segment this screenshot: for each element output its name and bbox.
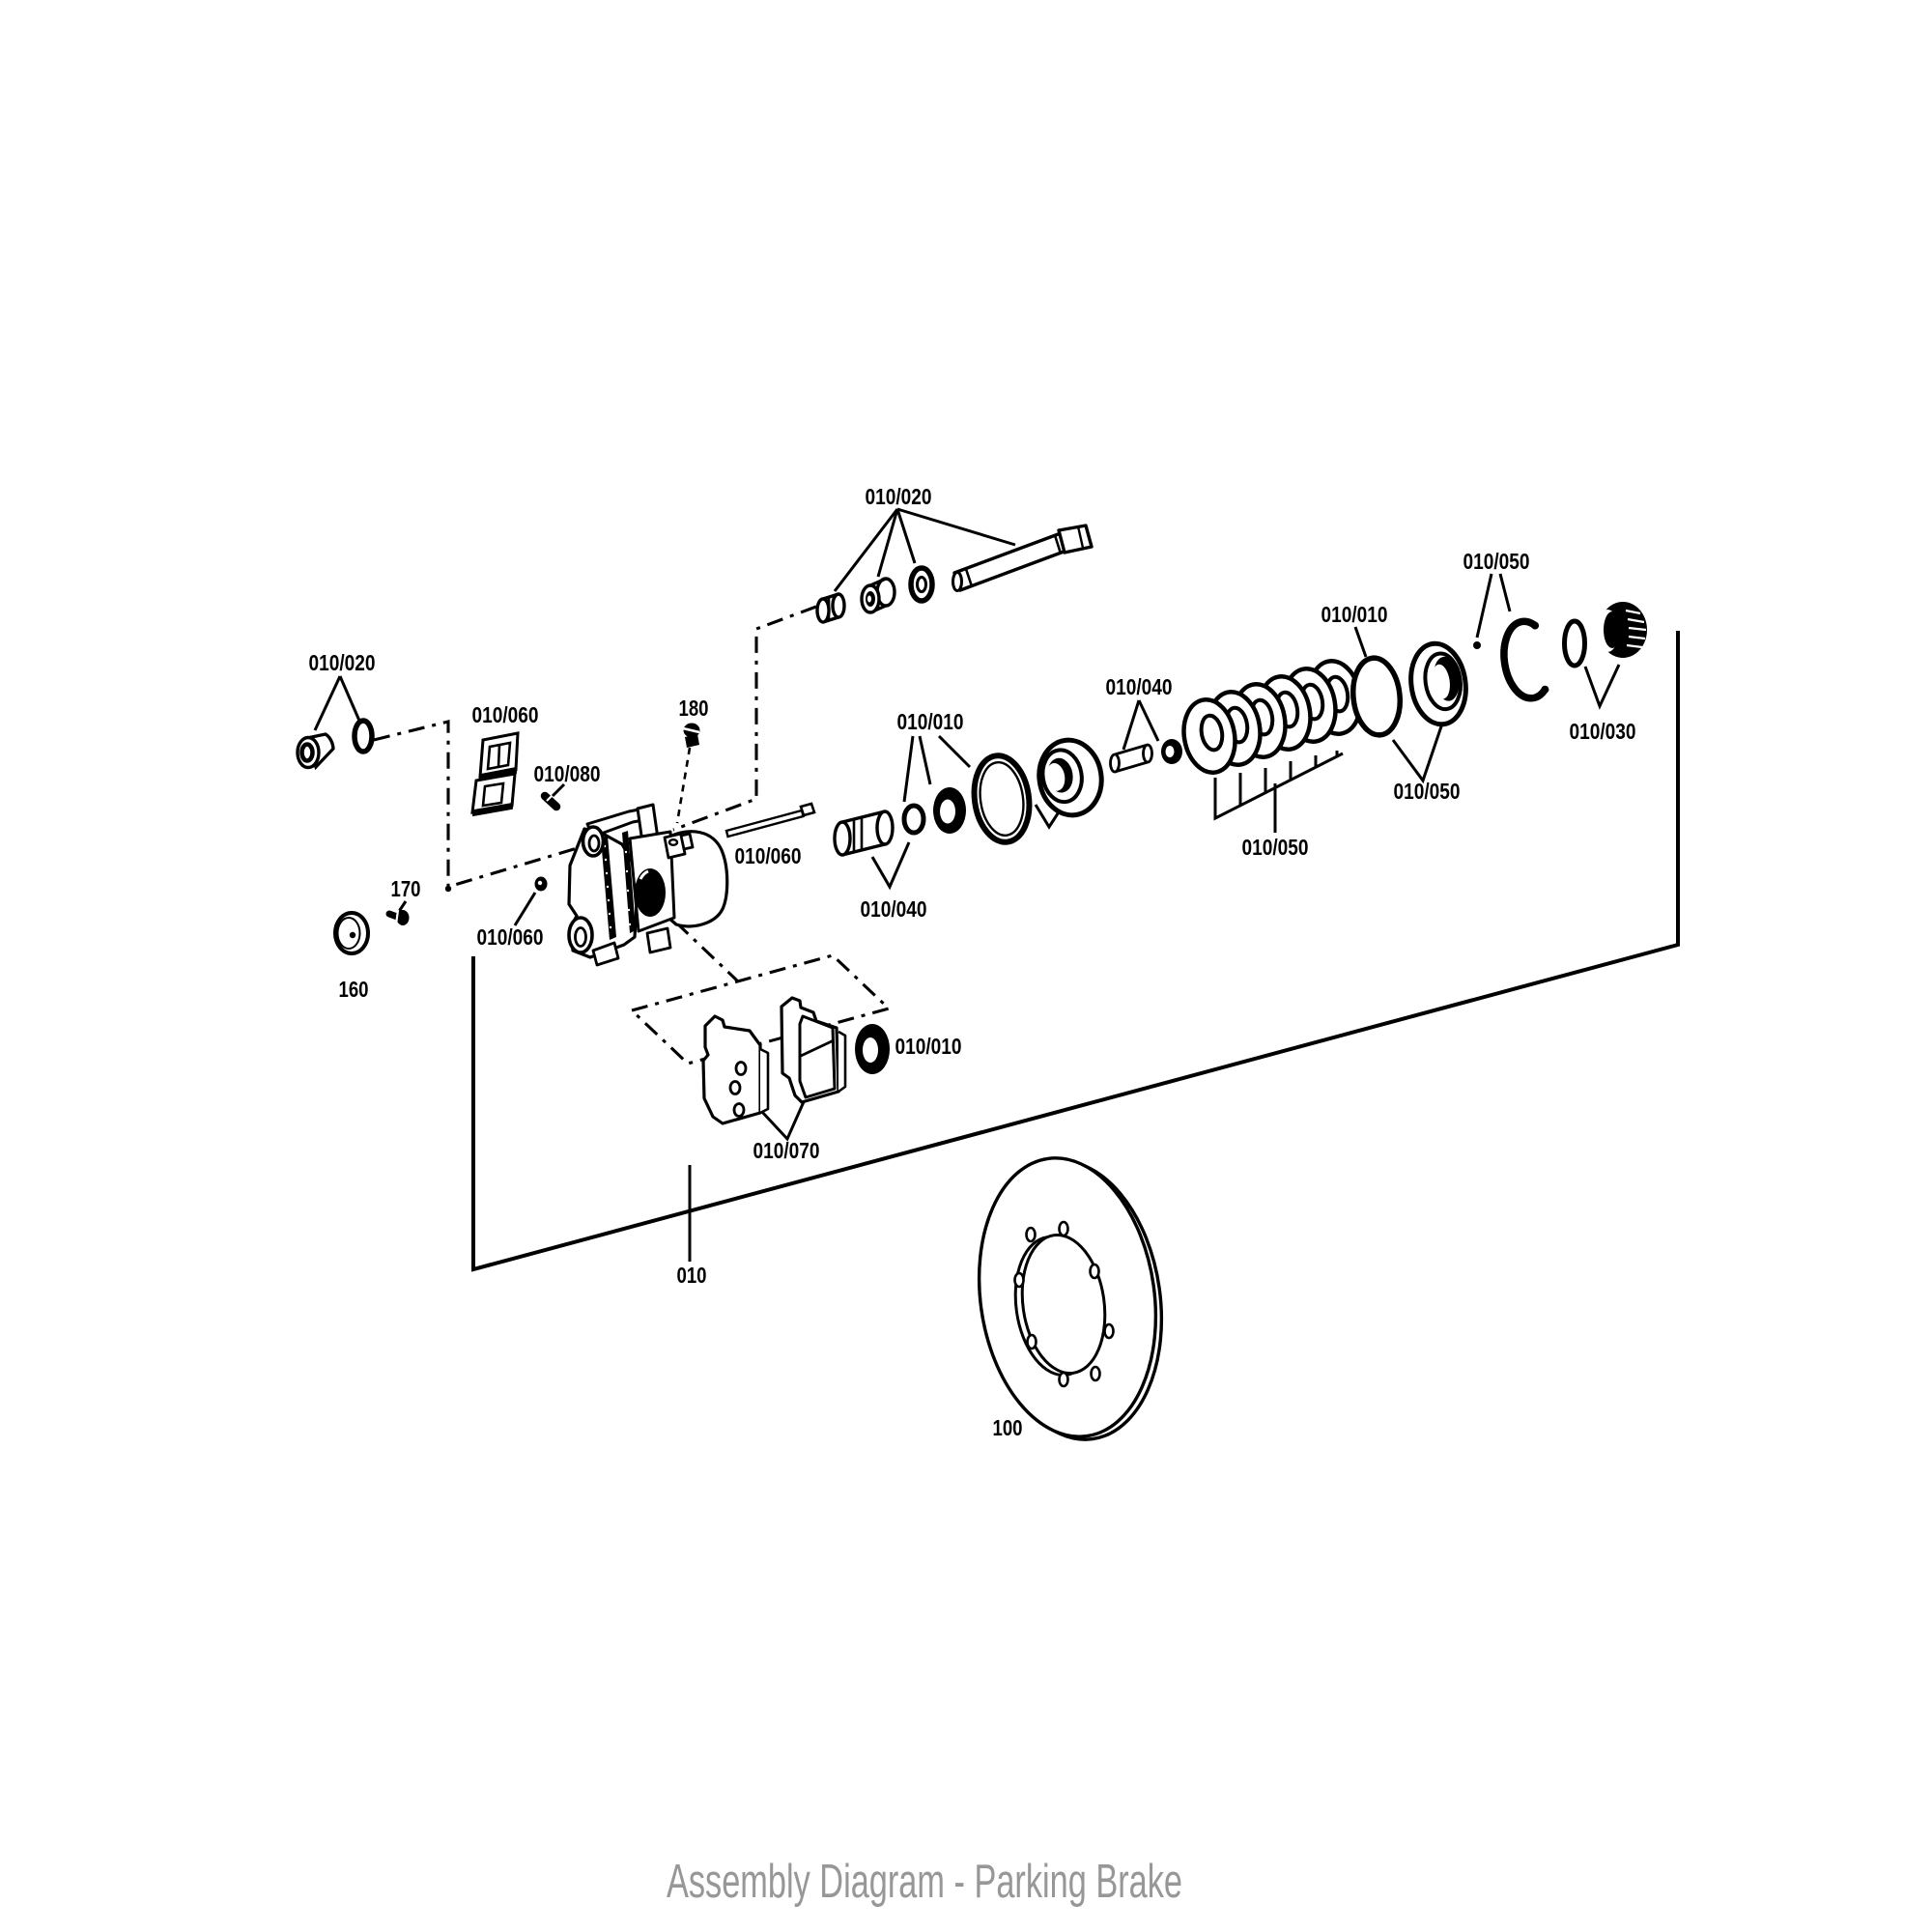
svg-text:010/010: 010/010	[897, 709, 964, 734]
svg-text:010/030: 010/030	[1570, 719, 1636, 744]
svg-text:010/050: 010/050	[1463, 549, 1530, 574]
svg-text:170: 170	[391, 876, 421, 901]
svg-text:010/010: 010/010	[1321, 602, 1388, 627]
svg-text:160: 160	[339, 977, 369, 1002]
svg-text:010: 010	[677, 1263, 707, 1288]
svg-text:Assembly Diagram - Parking Bra: Assembly Diagram - Parking Brake	[667, 1856, 1182, 1908]
svg-text:010/060: 010/060	[735, 843, 802, 868]
svg-text:180: 180	[679, 696, 709, 721]
svg-text:010/040: 010/040	[861, 896, 927, 922]
svg-text:010/020: 010/020	[866, 484, 932, 509]
svg-text:010/050: 010/050	[1242, 835, 1309, 860]
svg-text:010/040: 010/040	[1106, 674, 1173, 699]
svg-text:010/060: 010/060	[477, 924, 544, 950]
svg-text:010/050: 010/050	[1394, 779, 1461, 804]
svg-text:010/070: 010/070	[753, 1138, 820, 1163]
svg-text:100: 100	[993, 1415, 1023, 1440]
svg-text:010/080: 010/080	[534, 761, 601, 786]
svg-text:010/020: 010/020	[309, 650, 376, 675]
svg-text:010/010: 010/010	[895, 1034, 962, 1059]
svg-text:010/060: 010/060	[472, 702, 539, 727]
